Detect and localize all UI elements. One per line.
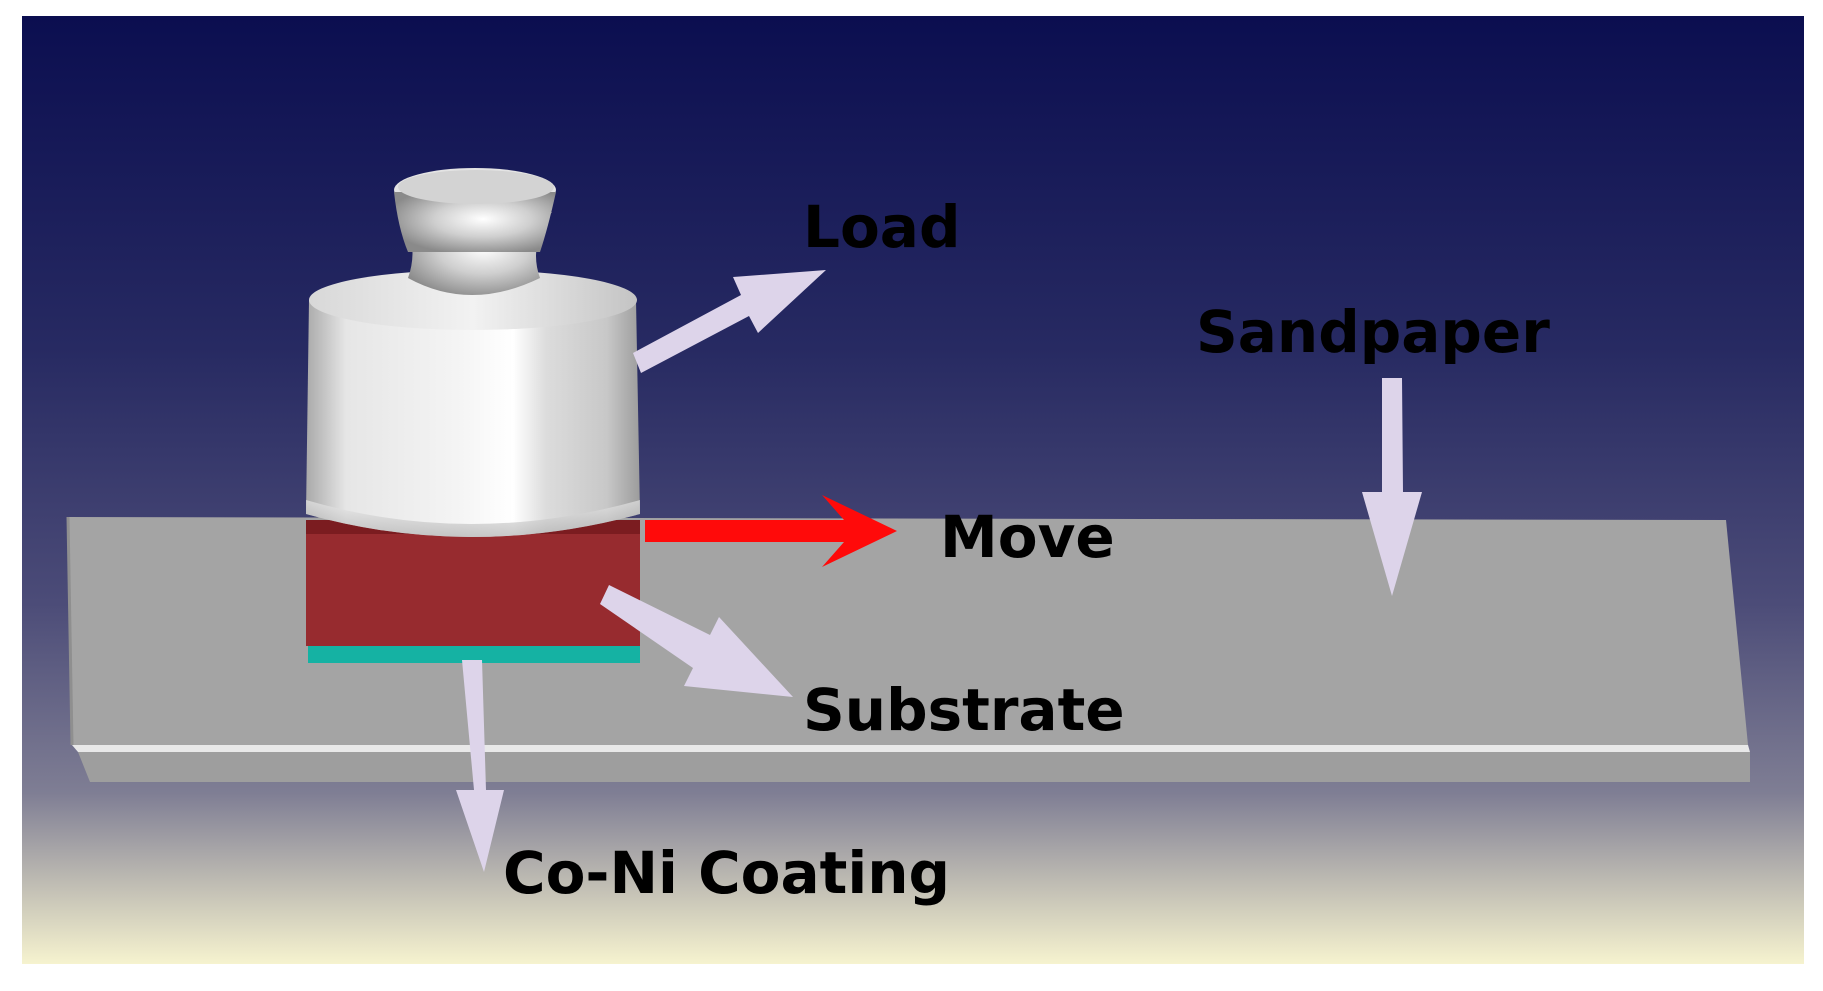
sandpaper-label: Sandpaper	[1196, 298, 1550, 366]
co-ni-coating-label: Co-Ni Coating	[503, 839, 950, 907]
background-panel	[22, 16, 1804, 964]
sandpaper-pointer-arrow	[1362, 378, 1422, 596]
load-label: Load	[803, 193, 960, 261]
coating-pointer-arrow	[456, 660, 504, 872]
move-arrow	[645, 495, 897, 567]
weight-load	[306, 168, 640, 537]
move-label: Move	[940, 503, 1115, 571]
substrate-block	[306, 520, 640, 646]
substrate-pointer-arrow	[600, 585, 793, 697]
substrate-label: Substrate	[803, 676, 1125, 744]
co-ni-coating-layer	[308, 646, 640, 663]
load-pointer-arrow	[633, 270, 826, 373]
